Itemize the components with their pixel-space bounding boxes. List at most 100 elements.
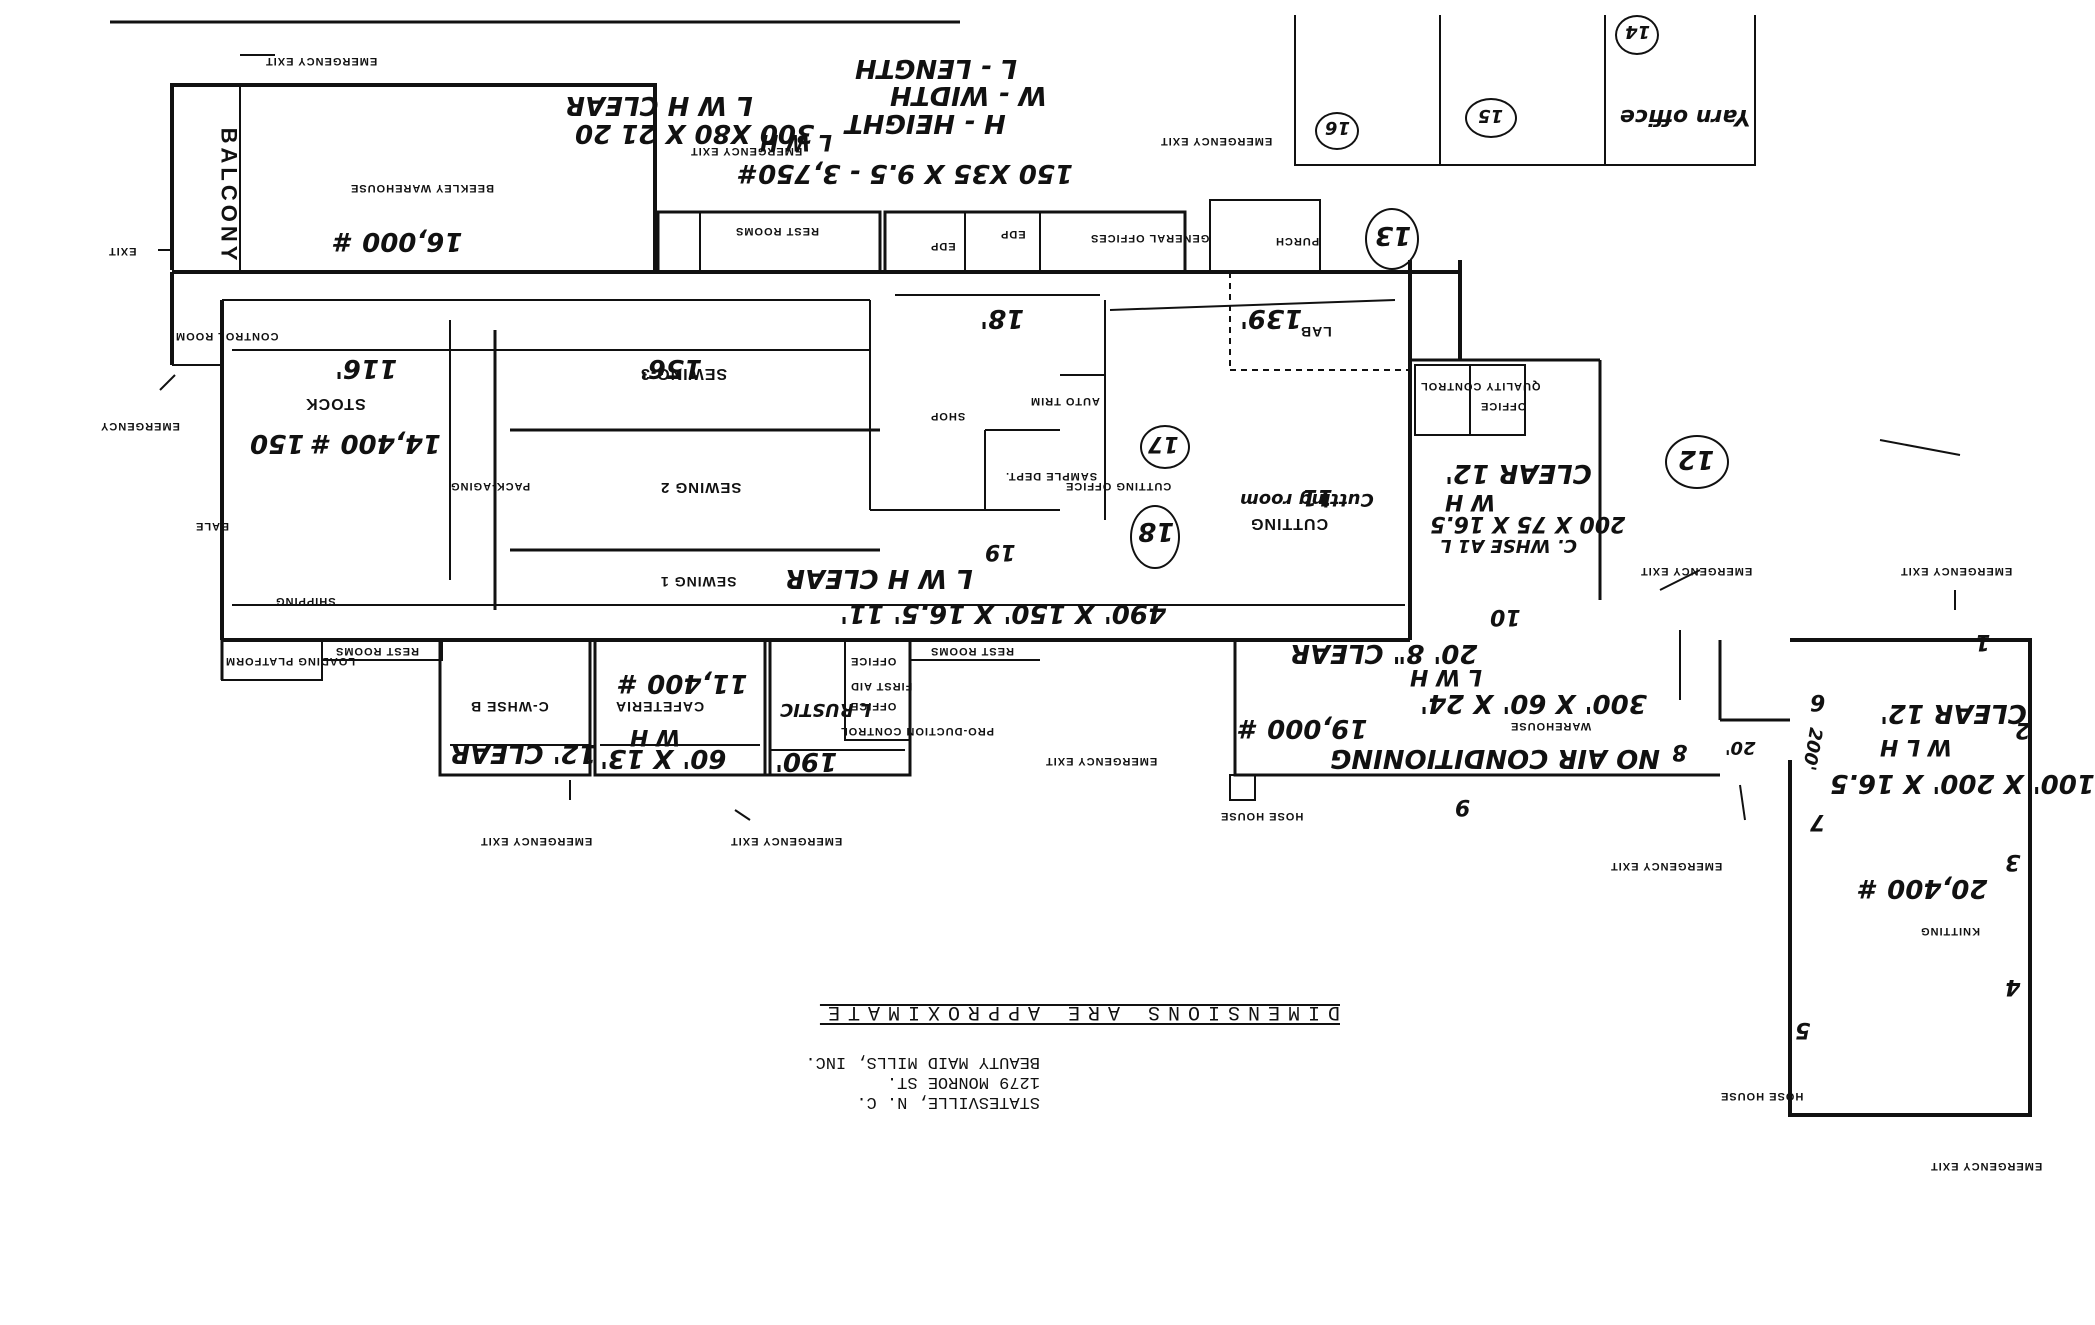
annot-7: 7	[1810, 809, 1826, 834]
caption-street: 1279 MONROE ST.	[886, 1072, 1040, 1091]
emergency-exit-warehouse: EMERGENCY EXIT	[1045, 755, 1158, 767]
annot-4: 4	[2005, 974, 2021, 999]
annot-3: 3	[2005, 849, 2021, 874]
dim-116: 116'	[335, 353, 398, 383]
knitting-label: KNITTING	[1920, 925, 1980, 937]
warehouse-label: WAREHOUSE	[1510, 720, 1592, 732]
emergency-exit-left-1: EXIT	[108, 245, 137, 257]
auto-trim: AUTO TRIM	[1030, 395, 1100, 407]
legend-width: W - WIDTH	[890, 80, 1048, 110]
emergency-exit-top: EMERGENCY EXIT	[265, 55, 378, 67]
bale: BALE	[195, 520, 229, 532]
knitting-weight: 20,400 #	[1860, 873, 1988, 903]
knitting-dims: 100' X 200' X 16.5	[1830, 768, 2095, 798]
lab: LAB	[1300, 324, 1332, 340]
edp-1: EDP	[930, 240, 956, 252]
warehouse-clear: 20' 8" CLEAR	[1290, 638, 1478, 668]
caption-company: BEAUTY MAID MILLS, INC.	[805, 1052, 1040, 1071]
cafeteria-weight: 11,400 #	[620, 668, 748, 698]
beekley-warehouse-label: BEEKLEY WAREHOUSE	[350, 182, 494, 194]
warehouse-lwh: L W H	[1410, 664, 1483, 689]
balcony-label: BALCONY	[216, 127, 242, 265]
dim-190: 190'	[775, 746, 838, 776]
office-qc: OFFICE	[1480, 400, 1527, 412]
emergency-exit-knitting-bottom: EMERGENCY EXIT	[1930, 1160, 2043, 1172]
legend-length: L - LENGTH	[855, 53, 1017, 83]
whse-a1-wh: W H	[1445, 489, 1496, 514]
floor-plan	[110, 15, 2032, 1117]
hose-house-2: HOSE HOUSE	[1720, 1090, 1804, 1102]
annot-15: 15	[1478, 105, 1504, 126]
control-room: CONTROL ROOM	[175, 330, 279, 342]
warehouse-dims: 300' X 60' X 24'	[1420, 688, 1647, 718]
whse-a1: C. WHSE A1 L	[1440, 535, 1577, 556]
main-lwh: L W H CLEAR	[785, 563, 973, 593]
annot-8: 8	[1672, 739, 1688, 764]
cafeteria-dims: 60' X 13'	[600, 743, 727, 773]
annot-2: 2	[2015, 717, 2031, 742]
annot-1: 1	[1975, 629, 1991, 654]
dim-139: 139'	[1240, 303, 1303, 333]
annot-14: 14	[1625, 21, 1651, 42]
rest-rooms-bottom: REST ROOMS	[335, 645, 419, 657]
dim-18: 18'	[980, 303, 1025, 333]
annot-5: 5	[1795, 1017, 1811, 1042]
emergency-exit-bottom-1: EMERGENCY EXIT	[480, 835, 593, 847]
general-offices: GENERAL OFFICES	[1090, 232, 1210, 244]
knitting-lwh: W L H	[1880, 734, 1953, 759]
office-bottom-2: OFFICE	[850, 700, 897, 712]
warehouse-weight: 19,000 #	[1240, 713, 1368, 743]
hose-house-1: HOSE HOUSE	[1220, 810, 1304, 822]
sewing-1: SEWING 1	[660, 574, 737, 590]
offices-lwh: L W H	[760, 129, 833, 154]
shipping: SHIPPING	[275, 595, 336, 607]
no-air-conditioning: NO AIR CONDITIONING	[1330, 743, 1661, 773]
rest-rooms-right: REST ROOMS	[930, 645, 1014, 657]
whse-a1-clear: CLEAR 12'	[1445, 458, 1592, 488]
stock: STOCK	[305, 395, 366, 412]
caption-block: STATESVILLE, N. C. 1279 MONROE ST. BEAUT…	[620, 1000, 1340, 1111]
annot-9: 9	[1455, 794, 1471, 819]
stock-weight: 14,400 # 150	[250, 428, 441, 458]
knitting-clear: CLEAR 12'	[1880, 698, 2027, 728]
purch: PURCH	[1275, 235, 1320, 247]
beekley-lwh: L W H CLEAR	[565, 90, 753, 120]
shop: SHOP	[930, 410, 966, 422]
annot-13: 13	[1375, 220, 1412, 250]
caption-city: STATESVILLE, N. C.	[856, 1092, 1040, 1111]
edp-2: EDP	[1000, 228, 1026, 240]
main-dims: 490' X 150' X 16.5' 11'	[840, 598, 1167, 628]
office-bottom-1: OFFICE	[850, 655, 897, 667]
emergency-exit-whse-bottom: EMERGENCY EXIT	[1610, 860, 1723, 872]
annot-12: 12	[1678, 444, 1715, 474]
emergency-exit-bottom-2: EMERGENCY EXIT	[730, 835, 843, 847]
sewing-3: SEWING-3	[640, 365, 728, 382]
sewing-2: SEWING 2	[660, 479, 742, 496]
emergency-exit-left-2: EMERGENCY	[100, 420, 180, 432]
annot-16: 16	[1325, 117, 1351, 138]
beekley-weight: 16,000 #	[335, 226, 463, 256]
legend-height: H - HEIGHT	[845, 108, 1006, 138]
annot-18: 18	[1138, 516, 1175, 546]
cafeteria: CAFETERIA	[615, 699, 705, 715]
packaging: PACK-AGING	[450, 480, 531, 492]
rest-rooms-top: REST ROOMS	[735, 225, 819, 237]
production-control: PRO-DUCTION CONTROL	[840, 725, 995, 737]
cutting: CUTTING	[1250, 515, 1329, 532]
annot-11: 11	[1302, 484, 1333, 509]
c-whse-b: C-WHSE B	[470, 699, 549, 715]
emergency-exit-knitting-top: EMERGENCY EXIT	[1900, 565, 2013, 577]
emergency-exit-offices: EMERGENCY EXIT	[1160, 135, 1273, 147]
cutting-office: CUTTING OFFICE	[1065, 480, 1172, 492]
offices-dims: 150 X35 X 9.5 - 3,750#	[740, 158, 1073, 188]
annot-10: 10	[1490, 604, 1521, 629]
emergency-exit-whse: EMERGENCY EXIT	[1640, 565, 1753, 577]
first-aid: FIRST AID	[850, 680, 913, 692]
whse-a1-dims: 200 X 75 X 16.5	[1430, 511, 1626, 536]
yarn-office: Yarn office	[1620, 104, 1751, 129]
c-whse-b-clear: 12' CLEAR	[450, 738, 597, 768]
annot-19: 19	[985, 539, 1016, 564]
caption-dimensions-note: DIMENSIONS ARE APPROXIMATE	[819, 1000, 1340, 1023]
annot-17: 17	[1148, 431, 1179, 456]
quality-control: QUALITY CONTROL	[1420, 380, 1541, 392]
